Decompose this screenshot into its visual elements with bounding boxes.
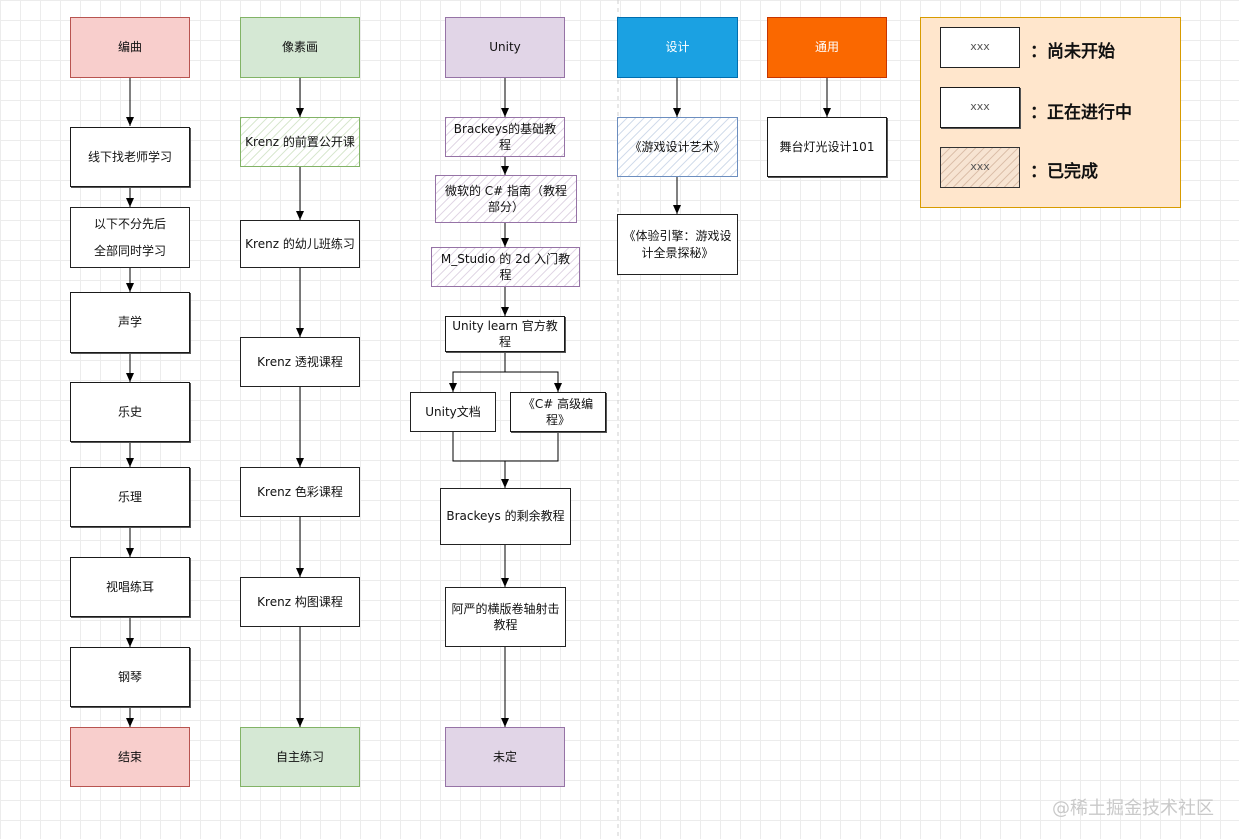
step-node[interactable]: 乐理 (70, 467, 190, 527)
column-header-unity[interactable]: Unity (445, 17, 565, 78)
column-header-pixel-art[interactable]: 像素画 (240, 17, 360, 78)
step-node[interactable]: Unity learn 官方教程 (445, 316, 565, 352)
step-node[interactable]: Brackeys 的剩余教程 (440, 488, 571, 545)
step-node[interactable]: Krenz 的前置公开课 (240, 117, 360, 167)
column-header-general[interactable]: 通用 (767, 17, 887, 78)
edge (505, 371, 562, 392)
step-node[interactable]: 《体验引擎：游戏设计全景探秘》 (617, 214, 738, 275)
step-node[interactable]: 乐史 (70, 382, 190, 442)
step-node[interactable]: 视唱练耳 (70, 557, 190, 617)
step-node[interactable]: 声学 (70, 292, 190, 353)
step-node[interactable]: 阿严的横版卷轴射击教程 (445, 587, 566, 647)
step-node[interactable]: Krenz 构图课程 (240, 577, 360, 627)
step-node[interactable]: 《C# 高级编程》 (510, 392, 606, 432)
legend-label-in-progress: ：正在进行中 (1030, 103, 1132, 123)
legend-label-not-started: ：尚未开始 (1030, 42, 1115, 62)
legend-key-completed: xxx (940, 147, 1020, 188)
step-node[interactable]: Krenz 透视课程 (240, 337, 360, 387)
end-node[interactable]: 未定 (445, 727, 565, 787)
step-node[interactable]: 钢琴 (70, 647, 190, 707)
step-node[interactable]: 《游戏设计艺术》 (617, 117, 738, 177)
legend-label-completed: ：已完成 (1030, 162, 1098, 182)
step-node[interactable]: M_Studio 的 2d 入门教程 (431, 247, 580, 287)
end-node[interactable]: 结束 (70, 727, 190, 787)
step-node[interactable]: 线下找老师学习 (70, 127, 190, 187)
step-node[interactable]: 微软的 C# 指南（教程部分） (435, 175, 577, 223)
column-header-design[interactable]: 设计 (617, 17, 738, 78)
end-node[interactable]: 自主练习 (240, 727, 360, 787)
edge (449, 352, 506, 392)
edge (452, 432, 559, 462)
step-node[interactable]: 以下不分先后 全部同时学习 (70, 207, 190, 268)
column-header-arrangement[interactable]: 编曲 (70, 17, 190, 78)
step-node[interactable]: Unity文档 (410, 392, 496, 432)
step-node[interactable]: Krenz 色彩课程 (240, 467, 360, 517)
step-node[interactable]: 舞台灯光设计101 (767, 117, 887, 177)
watermark: @稀土掘金技术社区 (1052, 798, 1214, 819)
legend-key-in-progress: xxx (940, 87, 1020, 128)
legend-key-not-started: xxx (940, 27, 1020, 68)
step-node[interactable]: Krenz 的幼儿班练习 (240, 220, 360, 268)
step-node[interactable]: Brackeys的基础教程 (445, 117, 565, 157)
